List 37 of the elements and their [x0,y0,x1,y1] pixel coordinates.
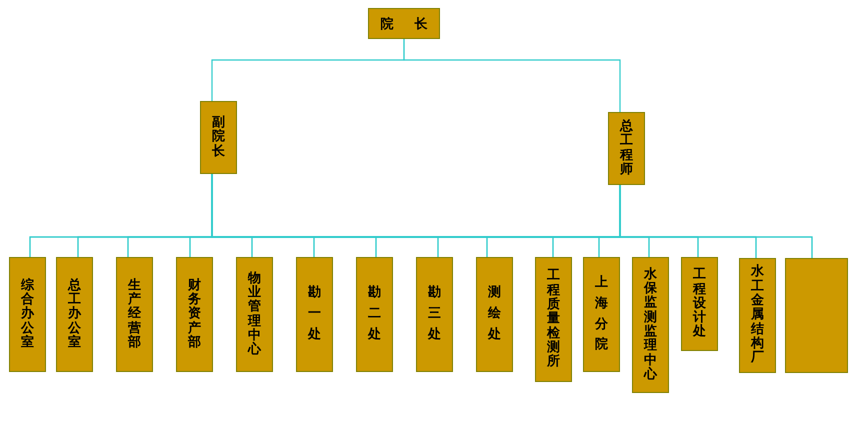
department-box [785,258,848,373]
department-box [583,257,620,372]
unit-label: 总工程师 [620,120,633,178]
department-box [739,258,776,373]
unit-label: 财务资产部 [188,278,201,350]
department-box [296,257,333,372]
unit-label: 工程质量检测所 [547,269,560,370]
position-box [608,112,645,185]
unit-label: 勘二处 [368,284,381,344]
department-box [56,257,93,372]
department-box [632,257,669,393]
department-box [9,257,46,372]
department-box [176,257,213,372]
unit-label: 生产经营部 [128,278,141,350]
unit-label: 勘一处 [308,284,321,344]
connector-line [403,39,621,112]
position-box [200,101,237,174]
unit-label: 水保监测监理中心 [644,268,657,382]
department-box [416,257,453,372]
unit-label: 工程设计处 [693,268,706,340]
department-box [681,257,718,351]
unit-label: 上海分院 [595,274,608,354]
unit-label: 总工办公室 [68,278,81,350]
unit-label: 水工金属结构厂 [751,265,764,366]
position-box [368,8,440,39]
department-box [356,257,393,372]
unit-label: 勘三处 [428,284,441,344]
unit-label: 测绘处 [488,284,501,344]
unit-label: 院 长 [380,16,432,32]
department-box [535,257,572,382]
department-box [116,257,153,372]
department-box [236,257,273,372]
unit-label: 副院长 [212,116,225,159]
connector-line [619,185,813,258]
unit-label: 物业管理中心 [248,272,261,358]
department-box [476,257,513,372]
unit-label: 综合办公室 [21,278,34,350]
